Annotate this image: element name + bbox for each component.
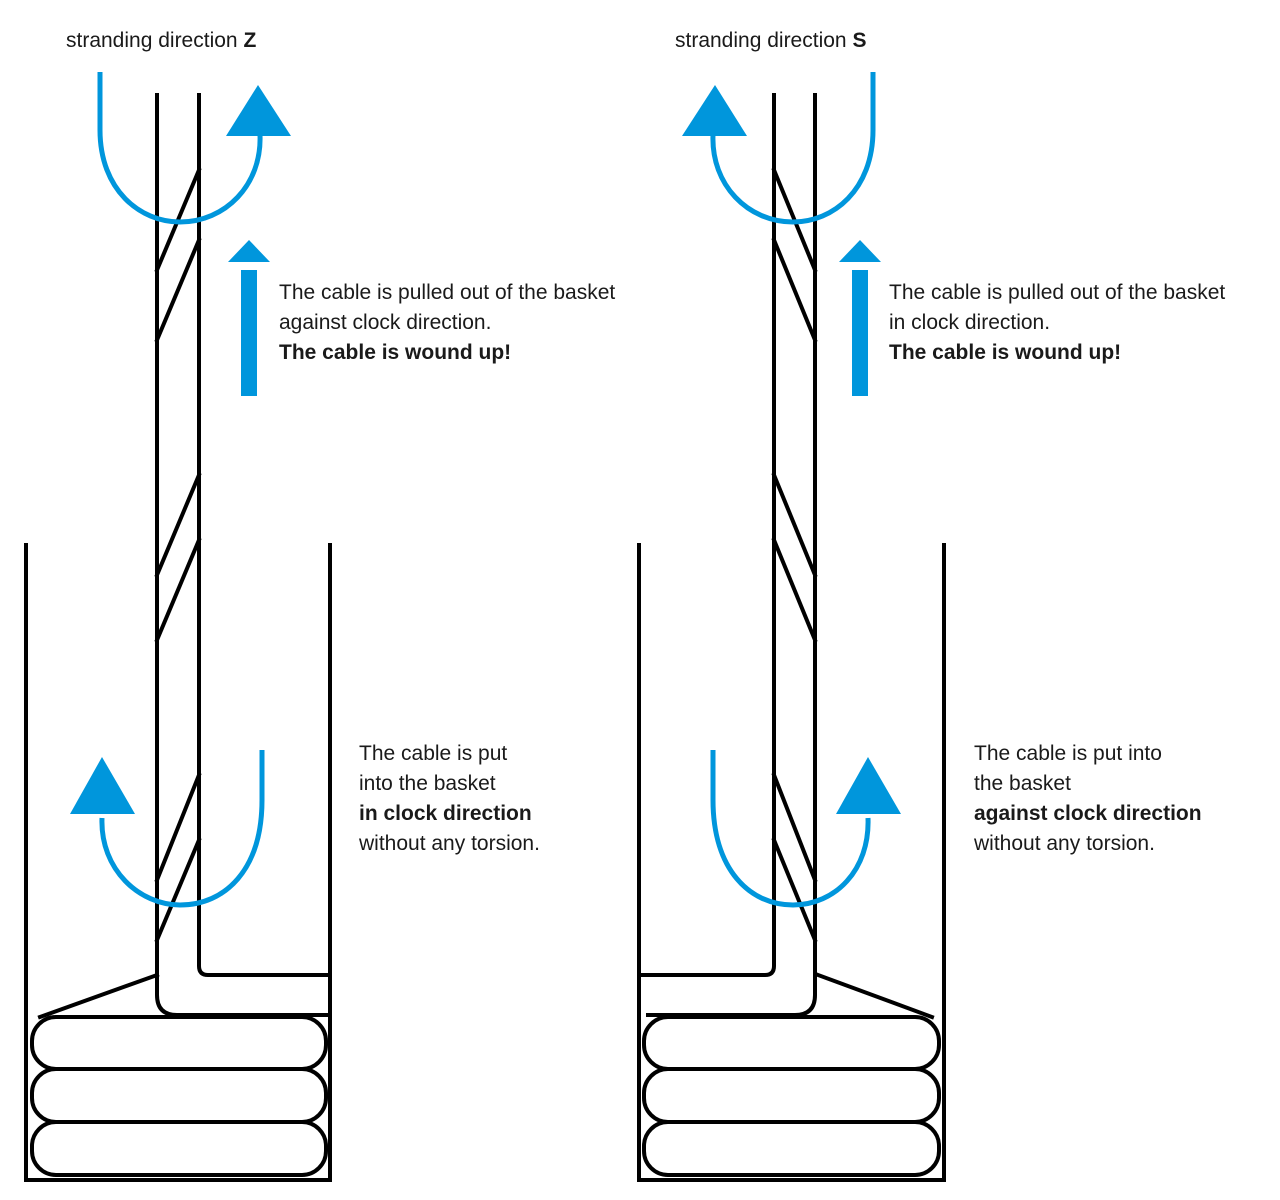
right-top-rotation-arrow (710, 72, 876, 225)
right-cable-coils (642, 972, 941, 1177)
right-pull-out-arrowhead (839, 240, 881, 262)
left-title-prefix: stranding direction (66, 29, 244, 52)
left-cable-outer-edge (155, 93, 328, 1017)
left-title-letter: Z (243, 29, 257, 52)
right-panel-title: stranding direction S (675, 26, 866, 56)
left-top-rotation-arrowhead (226, 85, 291, 136)
left-top-rotation-arrow (97, 72, 263, 225)
left-strand-mark (154, 472, 202, 578)
right-coil-layer-2 (642, 1067, 941, 1124)
right-strand-mark (771, 772, 818, 883)
right-top-note-line-1: The cable is pulled out of the basket (889, 281, 1226, 304)
right-arrows (682, 72, 901, 908)
right-strand-mark (771, 237, 818, 343)
right-bottom-rotation-arrow (710, 750, 871, 908)
left-coil-layer-3 (30, 1120, 328, 1177)
right-bottom-note-line-4: without any torsion. (974, 832, 1155, 855)
left-bottom-note-line-1: The cable is put (359, 742, 508, 765)
left-strand-mark (154, 772, 202, 883)
left-strand-mark (154, 837, 202, 943)
right-top-note-line-3: The cable is wound up! (889, 341, 1122, 364)
right-strand-mark (771, 472, 818, 578)
right-title-letter: S (852, 29, 867, 52)
left-arrows (70, 72, 291, 908)
right-top-note-line-2: in clock direction. (889, 311, 1051, 334)
left-top-note-line-1: The cable is pulled out of the basket (279, 281, 616, 304)
left-panel-title: stranding direction Z (66, 26, 256, 56)
right-bottom-note-line-3: against clock direction (974, 802, 1202, 825)
left-strand-mark (154, 537, 202, 643)
right-coil-taper (815, 972, 935, 1020)
left-bottom-note: The cable is put into the basket in cloc… (359, 739, 540, 859)
right-bottom-note: The cable is put into the basket against… (974, 739, 1202, 859)
right-cable-inner-edge (637, 93, 776, 977)
right-bottom-note-line-2: the basket (974, 772, 1071, 795)
left-bottom-note-line-4: without any torsion. (359, 832, 540, 855)
left-bottom-note-line-2: into the basket (359, 772, 496, 795)
left-bottom-rotation-arrowhead (70, 757, 135, 814)
left-basket (24, 543, 332, 1182)
right-panel-drawing (637, 93, 946, 1182)
left-coil-layer-1 (30, 1015, 328, 1071)
right-basket (637, 543, 946, 1182)
left-strand-mark (154, 237, 202, 343)
left-cable-inner-edge (197, 93, 332, 977)
left-bottom-note-line-3: in clock direction (359, 802, 532, 825)
left-cable (154, 93, 332, 1017)
right-cable-outer-edge (646, 93, 817, 1017)
left-cable-coils (30, 972, 328, 1177)
left-panel-drawing (24, 93, 332, 1182)
left-top-note-line-2: against clock direction. (279, 311, 492, 334)
right-top-note: The cable is pulled out of the basket in… (889, 278, 1225, 368)
right-coil-layer-3 (642, 1120, 941, 1177)
right-bottom-rotation-arrowhead (836, 757, 901, 814)
right-strand-mark (771, 537, 818, 643)
left-pull-out-arrowhead (228, 240, 270, 262)
left-top-note: The cable is pulled out of the basket ag… (279, 278, 615, 368)
left-coil-taper (37, 972, 160, 1020)
right-top-rotation-arrowhead (682, 85, 747, 136)
right-title-prefix: stranding direction (675, 29, 853, 52)
right-cable (637, 93, 818, 1017)
left-coil-layer-2 (30, 1067, 328, 1124)
right-strand-mark (771, 837, 818, 943)
right-coil-layer-1 (642, 1015, 941, 1071)
left-bottom-rotation-arrow (99, 750, 265, 908)
left-top-note-line-3: The cable is wound up! (279, 341, 512, 364)
right-bottom-note-line-1: The cable is put into (974, 742, 1162, 765)
